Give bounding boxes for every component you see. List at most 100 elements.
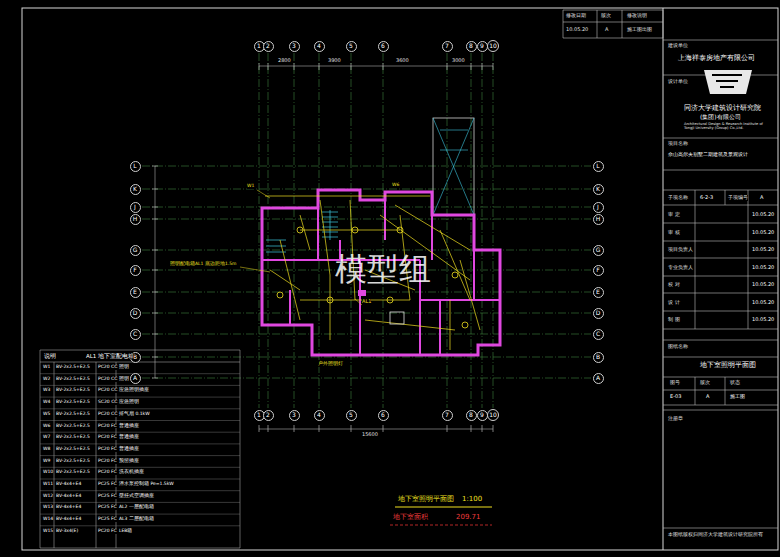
table-cell: W6 — [43, 424, 50, 429]
date: 10.05.20 — [752, 317, 774, 323]
table-cell: SC20 CC — [98, 400, 117, 405]
field-name: 设计单位 — [668, 79, 688, 85]
table-title: 说明 — [44, 353, 56, 359]
axis-label: 10 — [489, 43, 497, 49]
table-cell: PC20 CC — [98, 365, 117, 370]
table-row-line — [40, 443, 240, 444]
table-cell: PC20 CC — [98, 388, 117, 393]
axis-label: J — [134, 204, 136, 210]
sheet-frame — [22, 8, 778, 550]
axis-label: 8 — [469, 43, 473, 49]
date: 10.05.20 — [752, 300, 774, 306]
dimension-tick — [294, 63, 295, 70]
table-header: 版次 — [601, 13, 611, 19]
axis-bubble: E — [593, 287, 604, 298]
light-fixture — [387, 297, 393, 303]
axis-label: 7 — [445, 43, 449, 49]
axis-label: J — [597, 204, 599, 210]
axis-line — [294, 53, 295, 408]
table-cell: W8 — [43, 447, 50, 452]
table-cell: AL2 一层配电箱 — [119, 505, 154, 510]
table-cell: W2 — [43, 377, 50, 382]
table-cell: 潜水泵控制箱 Pe=1.5kW — [119, 482, 174, 487]
field-name: 建设单位 — [668, 43, 688, 49]
dimension-line — [155, 166, 156, 378]
dimension-tick — [482, 425, 483, 432]
scale: 1:100 — [462, 496, 482, 504]
axis-bubble: E — [130, 287, 141, 298]
table-cell: W10 — [43, 470, 53, 475]
light-fixture — [327, 297, 333, 303]
table-cell: PC20 CC — [98, 412, 117, 417]
axis-bubble: 2 — [263, 410, 274, 421]
table-cell: PC20 FC — [98, 435, 117, 440]
axis-label: H — [596, 216, 601, 222]
table-cell: 应急照明 — [119, 400, 139, 405]
axis-bubble: 8 — [466, 410, 477, 421]
axis-label: 4 — [317, 43, 321, 49]
table-cell: BV-4x4+E4 — [56, 517, 81, 522]
table-cell: BV-2x2.5+E2.5 — [56, 435, 90, 440]
table-cell: W13 — [43, 505, 53, 510]
area-underline — [390, 525, 492, 526]
dimension-tick — [471, 63, 472, 70]
shaft-outline — [433, 118, 474, 215]
axis-bubble: J — [130, 202, 141, 213]
axis-label: 1 — [257, 412, 261, 418]
exterior-wall — [262, 190, 500, 355]
field-name: 图号 — [670, 380, 680, 386]
table-cell: 预留插座 — [119, 459, 139, 464]
axis-line — [268, 53, 269, 408]
schedule-table — [40, 350, 240, 548]
axis-label: 3 — [292, 412, 296, 418]
table-cell: BV-4x4+E4 — [56, 505, 81, 510]
axis-bubble: C — [130, 329, 141, 340]
dimension-tick — [259, 63, 260, 70]
field-name: 状态 — [730, 380, 740, 386]
axis-label: F — [133, 267, 136, 273]
title-block-border — [663, 8, 664, 550]
axis-bubble: H — [130, 214, 141, 225]
table-cell: W15 — [43, 529, 53, 534]
wiring — [265, 196, 480, 350]
axis-bubble: A — [130, 373, 141, 384]
axis-label: H — [133, 216, 138, 222]
axis-line — [142, 250, 591, 251]
table-cell: W5 — [43, 412, 50, 417]
axis-label: 3 — [292, 43, 296, 49]
project-name: 佘山高尔夫别墅二期建筑及景观设计 — [668, 152, 748, 158]
table-row-line — [40, 455, 240, 456]
axis-bubble: K — [130, 184, 141, 195]
light-fixture — [352, 227, 358, 233]
role: 审 定 — [668, 212, 680, 218]
axis-bubble: 8 — [466, 41, 477, 52]
date: 10.05.20 — [752, 230, 774, 236]
light-fixture — [462, 322, 468, 328]
axis-label: F — [596, 267, 599, 273]
dimension-line — [259, 429, 493, 430]
table-cell: BV-2x2.5+E2.5 — [56, 388, 90, 393]
dimension: 3900 — [328, 58, 341, 64]
field-name: 版次 — [700, 380, 710, 386]
axis-bubble: 6 — [378, 41, 389, 52]
table-cell: A — [605, 27, 608, 33]
axis-grid — [142, 53, 591, 432]
table-cell: AL3 二层配电箱 — [119, 517, 154, 522]
axis-label: 2 — [266, 43, 270, 49]
axis-label: 7 — [445, 412, 449, 418]
axis-line — [482, 53, 483, 408]
dimension-tick — [351, 63, 352, 70]
area-value: 209.71 — [456, 514, 481, 522]
dimension-tick — [383, 425, 384, 432]
axis-label: 5 — [349, 43, 353, 49]
table-cell: 普通插座 — [119, 424, 139, 429]
dimension-line — [259, 66, 493, 67]
table-cell: BV-2x2.5+E2.5 — [56, 424, 90, 429]
axis-label: 10 — [489, 412, 497, 418]
axis-bubble: A — [593, 373, 604, 384]
table-cell: PC20 FC — [98, 529, 117, 534]
axis-bubble: G — [593, 245, 604, 256]
axis-label: 6 — [381, 43, 385, 49]
axis-bubble: D — [593, 308, 604, 319]
role: 设 计 — [668, 300, 680, 306]
